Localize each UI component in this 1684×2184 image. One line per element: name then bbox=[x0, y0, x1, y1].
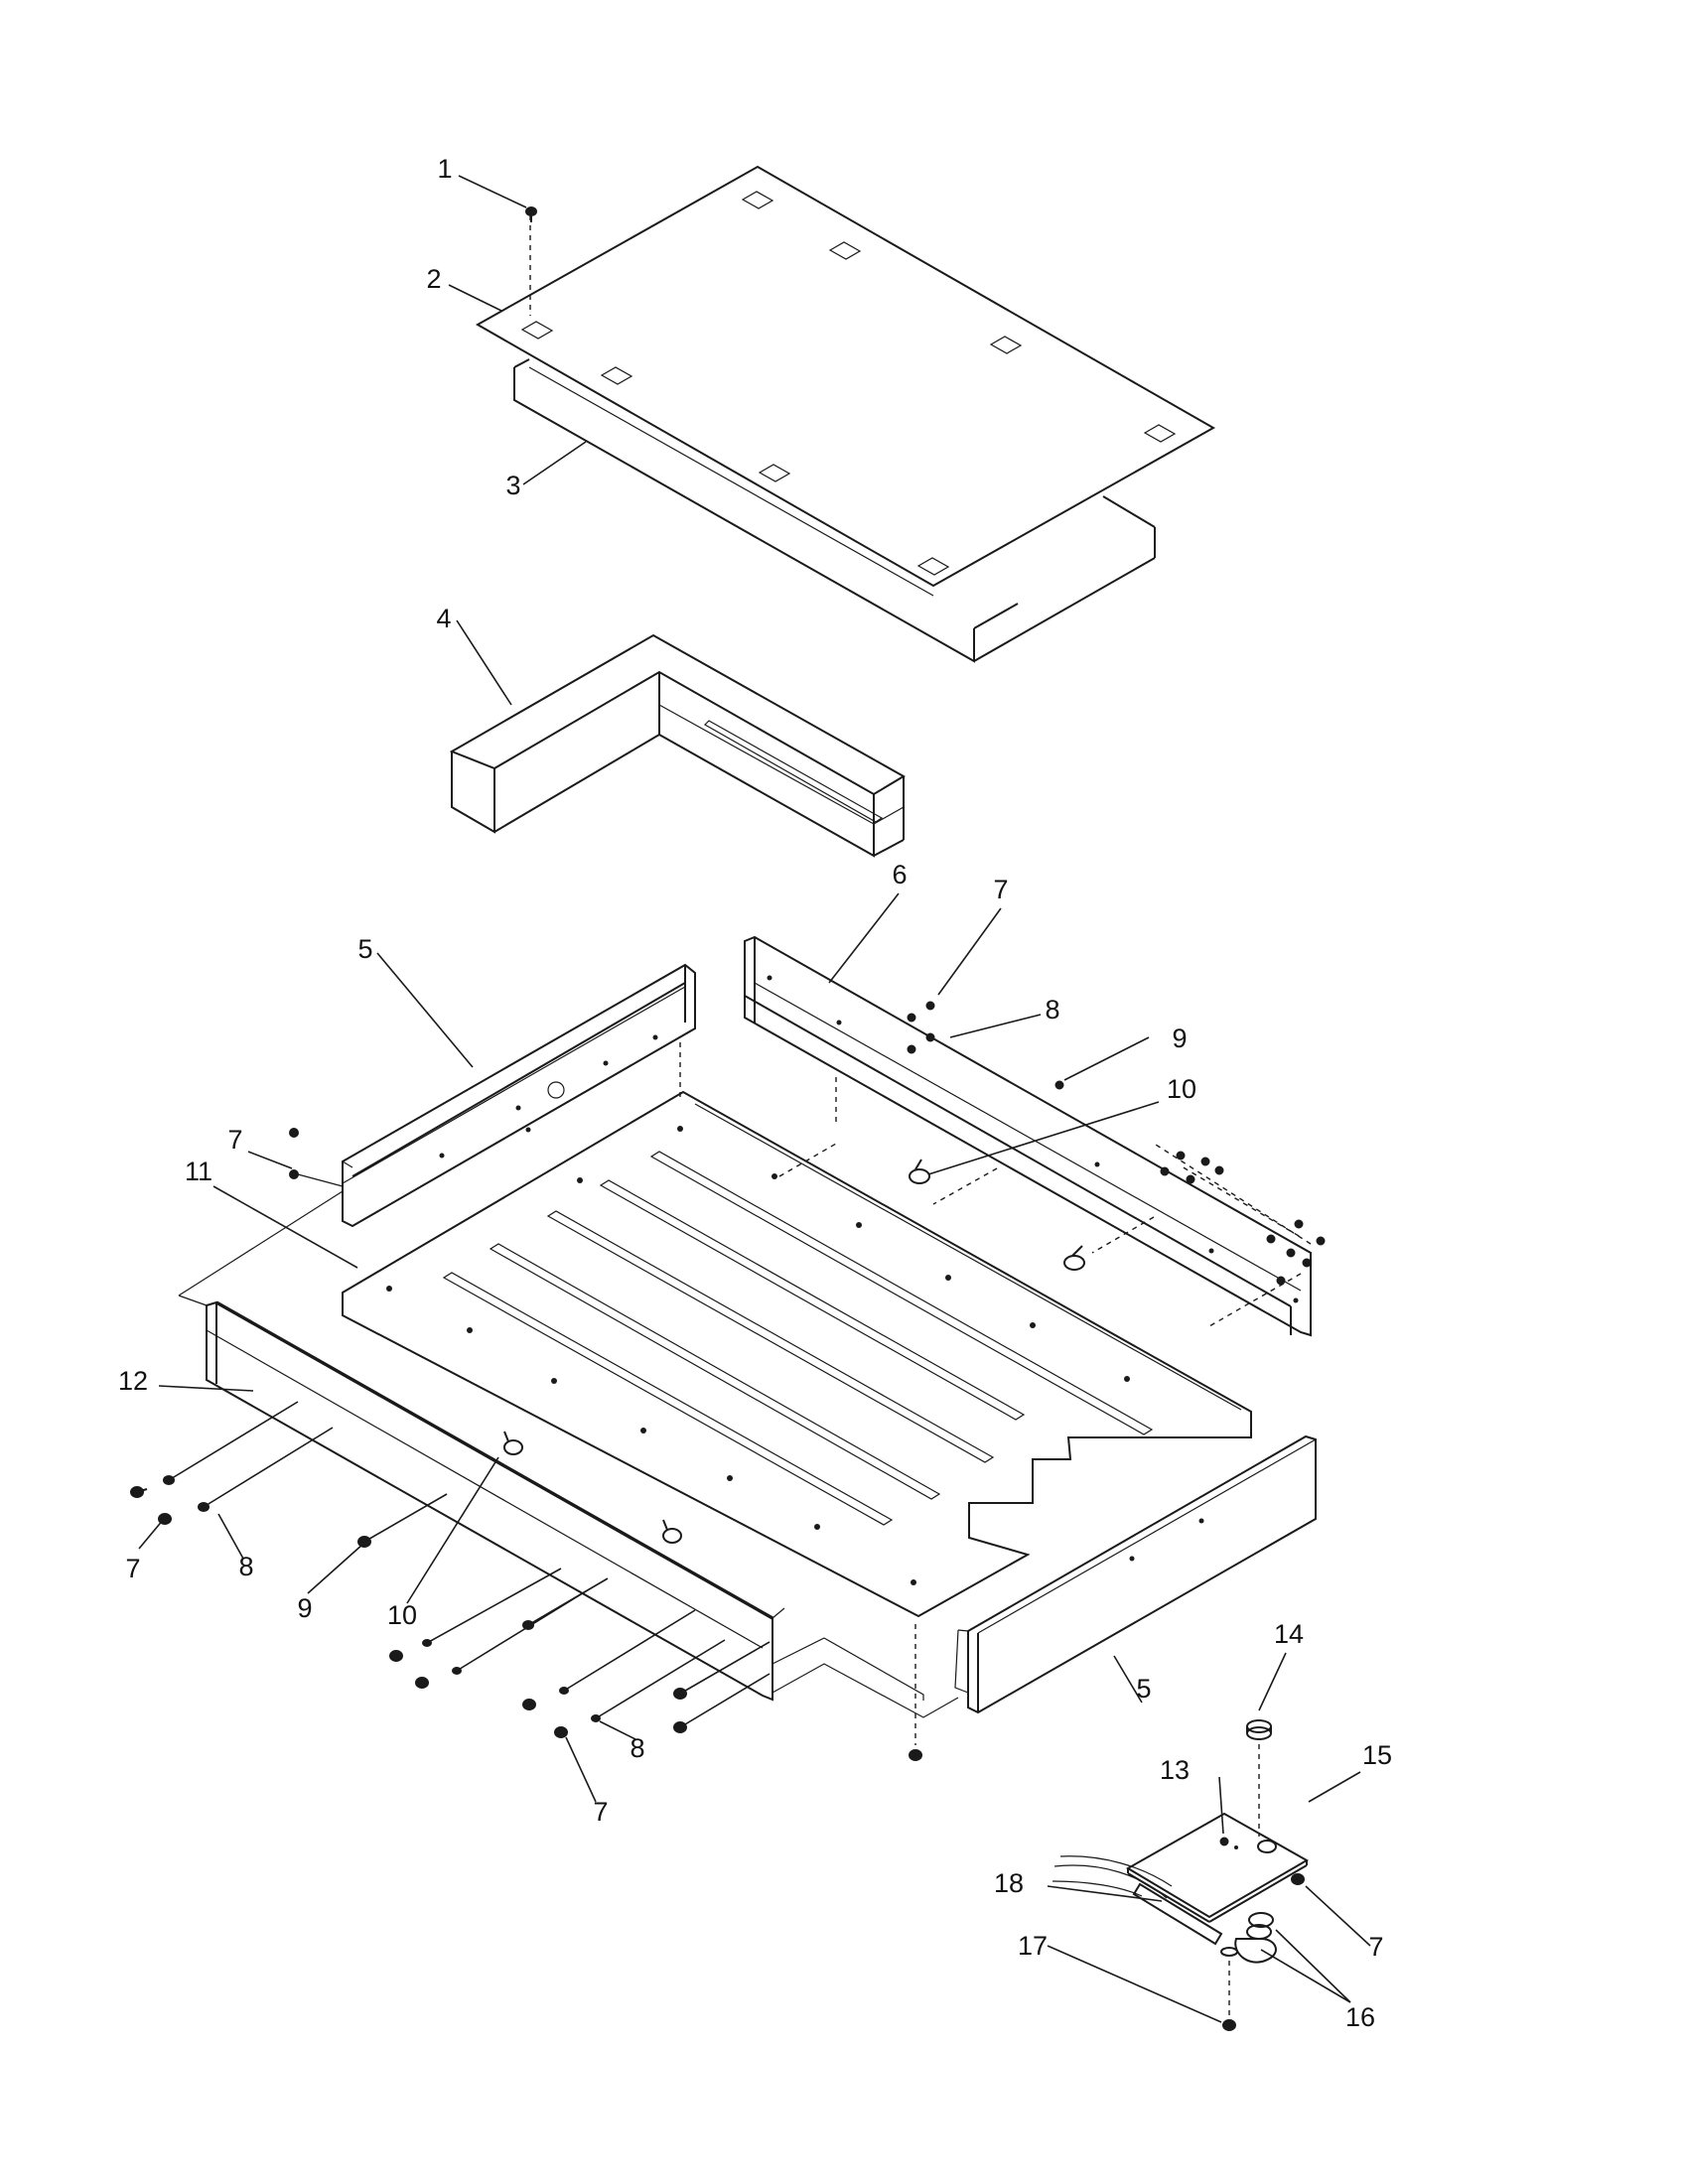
callout-3: 3 bbox=[505, 471, 520, 500]
cushion-block bbox=[513, 358, 1156, 663]
leader-lines bbox=[138, 175, 1371, 2023]
assembly-centerlines bbox=[529, 215, 1312, 2020]
callout-5-upper: 5 bbox=[357, 934, 372, 964]
left-channel-screws bbox=[289, 1128, 344, 1187]
floor-rails bbox=[442, 1151, 1154, 1526]
callout-9-lower: 9 bbox=[297, 1593, 312, 1623]
grommet bbox=[1246, 1719, 1272, 1740]
callout-8-upper: 8 bbox=[1045, 995, 1059, 1024]
side-channel-front-right bbox=[954, 1434, 1317, 1714]
callout-8-lower-left: 8 bbox=[238, 1552, 253, 1581]
right-channel-screws bbox=[907, 1001, 1326, 1286]
front-screws bbox=[130, 1401, 1305, 2031]
screw-item-1 bbox=[525, 206, 537, 222]
front-channel bbox=[178, 1295, 773, 1702]
cable-harness bbox=[1052, 1855, 1277, 1964]
loop-clamps bbox=[503, 1159, 1085, 1544]
callout-7-upper-left: 7 bbox=[227, 1125, 242, 1155]
callout-labels: 1 2 3 4 5 5 6 7 7 7 7 7 8 8 8 9 9 10 10 … bbox=[118, 154, 1392, 2032]
callout-16: 16 bbox=[1345, 2002, 1375, 2032]
callout-7-lower-left: 7 bbox=[125, 1554, 140, 1583]
callout-2: 2 bbox=[426, 264, 441, 294]
side-channel-left bbox=[342, 963, 696, 1228]
callout-8-lower-center: 8 bbox=[630, 1733, 644, 1763]
callout-14: 14 bbox=[1274, 1619, 1304, 1649]
cover-cutouts bbox=[520, 191, 1177, 576]
callout-7-lower-center: 7 bbox=[593, 1797, 608, 1827]
floor-pan bbox=[342, 1090, 1252, 1618]
callout-18: 18 bbox=[994, 1868, 1024, 1898]
access-plate bbox=[1126, 1812, 1310, 1923]
callout-7-upper-right: 7 bbox=[993, 875, 1008, 904]
callout-10-lower: 10 bbox=[387, 1600, 417, 1630]
callout-15: 15 bbox=[1362, 1740, 1392, 1770]
callout-6: 6 bbox=[892, 860, 907, 889]
callout-13: 13 bbox=[1160, 1755, 1190, 1785]
top-cover-plate bbox=[475, 165, 1216, 588]
callout-9-upper: 9 bbox=[1172, 1024, 1187, 1053]
callout-11: 11 bbox=[185, 1157, 212, 1186]
side-channel-right bbox=[744, 935, 1312, 1337]
floor-holes bbox=[386, 1126, 1130, 1585]
floor-skirt-outline bbox=[178, 1190, 959, 1718]
callout-17: 17 bbox=[1018, 1931, 1048, 1961]
corner-foam-block bbox=[449, 633, 906, 858]
callout-1: 1 bbox=[437, 154, 452, 184]
callout-10-upper: 10 bbox=[1167, 1074, 1196, 1104]
callout-5-lower: 5 bbox=[1136, 1674, 1151, 1704]
callout-12: 12 bbox=[118, 1366, 148, 1396]
callout-7-lower-right: 7 bbox=[1368, 1932, 1383, 1962]
hardware bbox=[130, 206, 1326, 2031]
callout-4: 4 bbox=[436, 604, 451, 633]
